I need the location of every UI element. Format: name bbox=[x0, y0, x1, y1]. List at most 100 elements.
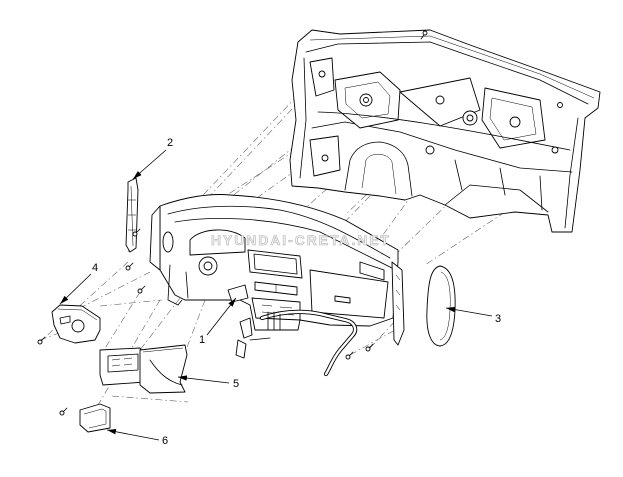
display-bezel bbox=[247, 249, 303, 279]
screw bbox=[59, 407, 68, 416]
screw-head bbox=[345, 354, 351, 360]
right-end-support bbox=[391, 261, 405, 346]
frame-hole bbox=[435, 95, 445, 105]
frame-tunnel bbox=[344, 141, 413, 197]
frame-top-rail-edge bbox=[309, 35, 595, 99]
screw bbox=[420, 30, 428, 40]
lower-panel-knee-section bbox=[139, 344, 188, 394]
screw-head bbox=[422, 30, 428, 36]
leader-line-2 bbox=[132, 149, 167, 180]
right-end-detail bbox=[395, 274, 401, 311]
screw bbox=[125, 262, 134, 271]
frame-hole bbox=[363, 97, 369, 103]
small-cover-inner bbox=[83, 408, 107, 429]
lower-panel-switches bbox=[111, 357, 133, 367]
frame-hole bbox=[509, 116, 521, 128]
callout-6: 6 bbox=[162, 435, 168, 447]
alignment-line bbox=[167, 94, 299, 233]
display-screen bbox=[253, 253, 298, 275]
screw bbox=[345, 351, 354, 360]
crash-pad-left-end bbox=[149, 205, 161, 271]
steering-column-hub bbox=[203, 261, 213, 271]
screw-head bbox=[137, 288, 143, 294]
part-4-column-cover bbox=[51, 304, 101, 344]
leader-line-3 bbox=[445, 306, 493, 317]
frame-cross-tube bbox=[317, 111, 571, 151]
screw-shank bbox=[349, 351, 354, 356]
frame-hole bbox=[551, 146, 559, 154]
part-2-side-trim bbox=[125, 177, 139, 253]
frame-firewall-line bbox=[311, 121, 573, 173]
frame-tunnel-ridge bbox=[361, 154, 397, 195]
screw-head bbox=[365, 346, 371, 352]
brace-clip bbox=[235, 339, 247, 359]
leader-line-4 bbox=[59, 273, 92, 305]
column-cover-opening bbox=[71, 319, 85, 333]
frame-hole bbox=[557, 102, 563, 108]
alignment-line bbox=[103, 291, 141, 351]
alignment-line bbox=[111, 395, 189, 403]
callout-labels: 1 2 3 4 5 6 bbox=[92, 137, 501, 447]
screw-shank bbox=[141, 285, 146, 290]
part-5-lower-panel bbox=[99, 344, 188, 394]
frame-lower-right-flange bbox=[444, 184, 549, 213]
frame-left-pillar-inner bbox=[299, 57, 307, 179]
alignment-line bbox=[139, 297, 181, 351]
screw-head bbox=[125, 265, 131, 271]
leader-line-5 bbox=[177, 375, 230, 384]
screws bbox=[37, 30, 428, 416]
center-console-panel bbox=[251, 297, 301, 321]
frame-steering-bracket-detail bbox=[344, 81, 391, 119]
callout-4: 4 bbox=[92, 262, 98, 274]
cluster-hood bbox=[189, 229, 246, 256]
screw-shank bbox=[41, 336, 46, 341]
brace-pipe-fill bbox=[260, 310, 357, 376]
leader-line-1 bbox=[206, 297, 237, 336]
harness-brace bbox=[235, 309, 358, 377]
knee-bracket bbox=[167, 264, 189, 306]
screw bbox=[37, 336, 46, 345]
screw-head bbox=[59, 410, 65, 416]
brace-connector bbox=[249, 311, 281, 341]
screw bbox=[365, 343, 374, 352]
screw-shank bbox=[129, 262, 134, 267]
leader-lines bbox=[59, 149, 493, 441]
crash-pad-top-edge bbox=[167, 205, 391, 259]
leader-line-6 bbox=[106, 429, 160, 441]
alignment-line bbox=[184, 87, 313, 223]
lower-panel-curve bbox=[149, 359, 183, 386]
screw-shank bbox=[369, 343, 374, 348]
frame-right-bracket-detail bbox=[489, 97, 537, 141]
body-frame bbox=[289, 29, 601, 233]
callout-3: 3 bbox=[495, 313, 501, 325]
frame-hole bbox=[318, 70, 326, 78]
screw-shank bbox=[63, 407, 68, 412]
column-cover-slot bbox=[59, 315, 71, 325]
side-cover-outline bbox=[426, 265, 456, 347]
frame-hole bbox=[425, 145, 435, 155]
frame-hole bbox=[321, 154, 329, 162]
lower-panel-switch-bezel bbox=[107, 353, 139, 373]
alignment-line bbox=[99, 299, 163, 307]
alignment-line bbox=[424, 211, 506, 266]
frame-hole bbox=[466, 114, 474, 122]
small-cover-outline bbox=[79, 403, 111, 433]
brace-clip bbox=[239, 317, 253, 339]
glovebox bbox=[309, 269, 389, 319]
screw bbox=[132, 228, 141, 237]
alignment-line bbox=[349, 329, 396, 356]
part-3-side-cover bbox=[426, 265, 456, 347]
side-vent bbox=[162, 231, 174, 253]
crash-pad-upper-face bbox=[174, 218, 393, 269]
part-6-small-cover bbox=[79, 403, 111, 433]
screw-head bbox=[132, 231, 138, 237]
frame-right-pillar-inner bbox=[564, 117, 579, 229]
screw bbox=[137, 285, 146, 294]
lower-panel-edge bbox=[142, 347, 184, 353]
passenger-vent bbox=[359, 261, 385, 281]
callout-2: 2 bbox=[167, 137, 173, 149]
screw-shank bbox=[420, 34, 425, 40]
callout-1: 1 bbox=[199, 334, 205, 346]
frame-lower-right-rib bbox=[454, 159, 543, 211]
frame-top-rail-inner bbox=[305, 41, 589, 105]
